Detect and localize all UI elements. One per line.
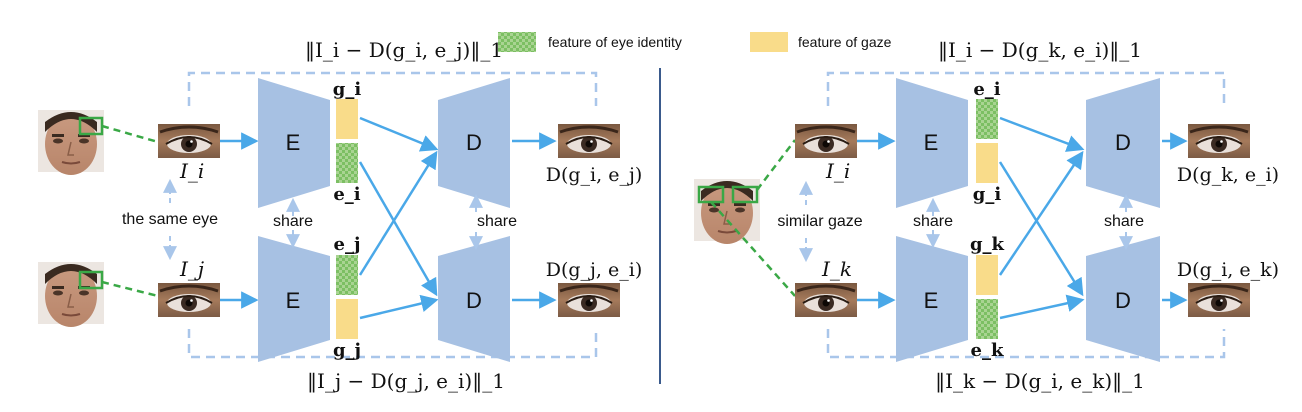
face-eye-link-bottom bbox=[710, 201, 796, 297]
output-eye-bottom bbox=[1186, 281, 1252, 319]
loss-top: ‖I_i − D(g_k, e_i)‖_1 bbox=[938, 38, 1142, 63]
feature-identity-bottom bbox=[976, 299, 998, 339]
identity-bottom-to-decoder-bottom bbox=[999, 294, 1085, 320]
face-photo bbox=[693, 178, 761, 245]
feature-identity-top bbox=[976, 99, 998, 139]
encoder-label-bottom: E bbox=[924, 288, 939, 313]
feature-label-bottom-2: g_j bbox=[333, 340, 361, 361]
output-eye-top bbox=[556, 122, 622, 160]
decoder-top bbox=[438, 78, 510, 208]
output-eye-bottom bbox=[556, 281, 622, 319]
feature-identity-bottom bbox=[336, 255, 358, 295]
encoder-bottom bbox=[258, 236, 330, 362]
encoder-label-top: E bbox=[924, 130, 939, 155]
loss-bottom: ‖I_k − D(g_i, e_k)‖_1 bbox=[935, 369, 1145, 394]
face-eye-link-bottom bbox=[101, 280, 159, 298]
feature-label-top-1: e_i bbox=[973, 79, 1000, 100]
face-eye-link-top bbox=[756, 139, 796, 191]
output-label-top: D(g_i, e_j) bbox=[546, 164, 643, 186]
identity-bottom-to-decoder-top bbox=[358, 150, 438, 276]
decoder-share-label: share bbox=[1104, 213, 1144, 230]
reconstruction-loop-top bbox=[187, 71, 598, 106]
feature-label-top-2: g_i bbox=[973, 184, 1002, 205]
encoder-label-bottom: E bbox=[286, 288, 301, 313]
encoder-bottom bbox=[896, 236, 968, 362]
encoder-share-label: share bbox=[913, 213, 953, 230]
input-label-bottom: I_k bbox=[821, 257, 852, 281]
encoder-top bbox=[258, 78, 330, 208]
relation-label: the same eye bbox=[122, 211, 218, 228]
relation-label: similar gaze bbox=[777, 213, 862, 230]
gaze-top-to-decoder-top bbox=[359, 116, 439, 152]
encoder-share-label: share bbox=[273, 213, 313, 230]
identity-top-to-decoder-top bbox=[999, 116, 1085, 152]
eye-region-box-right bbox=[731, 185, 759, 204]
right-panel: ‖I_i − D(g_k, e_i)‖_1 ‖I_k − D(g_i, e_k)… bbox=[693, 38, 1279, 394]
decoder-label-bottom: D bbox=[1115, 288, 1131, 313]
decoder-bottom bbox=[438, 236, 510, 362]
input-eye-bottom bbox=[156, 281, 222, 319]
encoder-label-top: E bbox=[286, 130, 301, 155]
output-label-top: D(g_k, e_i) bbox=[1177, 164, 1279, 186]
left-panel: ‖I_i − D(g_i, e_j)‖_1 ‖I_j − D(g_j, e_i)… bbox=[37, 38, 643, 394]
identity-top-to-decoder-bottom bbox=[358, 161, 438, 297]
face-photo-top bbox=[37, 109, 105, 176]
decoder-label-bottom: D bbox=[466, 288, 482, 313]
feature-label-bottom-2: e_k bbox=[971, 340, 1004, 361]
feature-label-top-1: g_i bbox=[333, 79, 362, 100]
input-eye-top bbox=[793, 122, 859, 160]
feature-gaze-bottom bbox=[336, 299, 358, 339]
eye-identity-legend-label: feature of eye identity bbox=[548, 34, 682, 50]
eye-identity-swatch bbox=[498, 32, 536, 52]
face-eye-link-top bbox=[101, 124, 159, 144]
feature-label-bottom-1: e_j bbox=[334, 234, 361, 255]
encoder-top bbox=[896, 78, 968, 208]
decoder-label-top: D bbox=[466, 130, 482, 155]
input-eye-bottom bbox=[793, 281, 859, 319]
feature-gaze-bottom bbox=[976, 255, 998, 295]
reconstruction-loop-top bbox=[826, 71, 1226, 106]
gaze-bottom-to-decoder-top bbox=[998, 150, 1084, 276]
reconstruction-loop-bottom bbox=[826, 329, 1226, 359]
decoder-bottom bbox=[1086, 236, 1160, 362]
decoder-share-label: share bbox=[477, 213, 517, 230]
gaze-swatch bbox=[750, 32, 788, 52]
gaze-bottom-to-decoder-bottom bbox=[359, 294, 439, 320]
feature-label-bottom-1: g_k bbox=[970, 234, 1005, 255]
feature-gaze-top bbox=[336, 99, 358, 139]
legend: feature of eye identity feature of gaze bbox=[498, 32, 892, 52]
output-label-bottom: D(g_j, e_i) bbox=[546, 259, 643, 281]
input-label-top: I_i bbox=[825, 159, 850, 183]
output-label-bottom: D(g_i, e_k) bbox=[1177, 259, 1279, 281]
reconstruction-loop-bottom bbox=[187, 329, 598, 359]
input-eye-top bbox=[156, 122, 222, 160]
decoder-label-top: D bbox=[1115, 130, 1131, 155]
gaze-top-to-decoder-bottom bbox=[998, 161, 1084, 297]
output-eye-top bbox=[1186, 122, 1252, 160]
feature-gaze-top bbox=[976, 143, 998, 183]
loss-bottom: ‖I_j − D(g_j, e_i)‖_1 bbox=[307, 369, 505, 394]
gaze-legend-label: feature of gaze bbox=[798, 34, 892, 50]
eye-region-box-bottom bbox=[78, 270, 104, 290]
feature-label-top-2: e_i bbox=[333, 184, 360, 205]
input-label-top: I_i bbox=[179, 159, 204, 183]
input-label-bottom: I_j bbox=[179, 257, 204, 281]
feature-identity-top bbox=[336, 143, 358, 183]
decoder-top bbox=[1086, 78, 1160, 208]
loss-top: ‖I_i − D(g_i, e_j)‖_1 bbox=[305, 38, 503, 63]
